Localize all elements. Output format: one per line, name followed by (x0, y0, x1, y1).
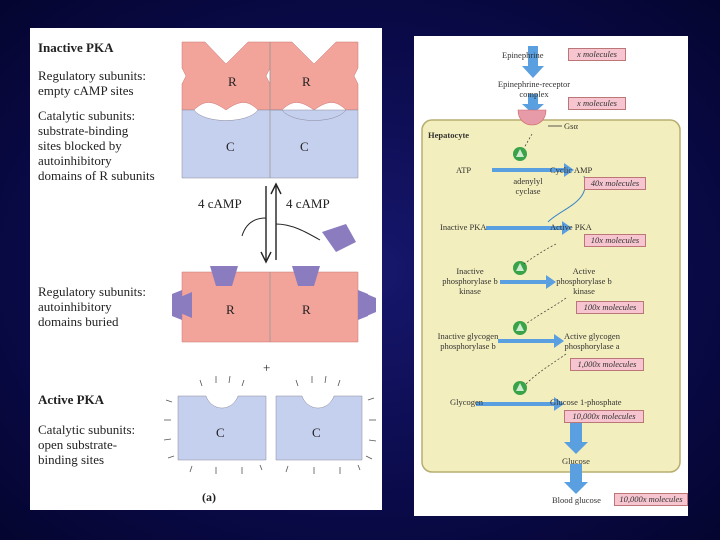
reg-buried-line-3: domains buried (38, 314, 119, 329)
reg-empty-line-2: empty cAMP sites (38, 83, 134, 98)
hepatocyte-label: Hepatocyte (428, 130, 470, 140)
c-label-2: C (300, 139, 309, 154)
inactive-kinase-line-3: kinase (459, 286, 481, 296)
active-kinase-line-2: phosphorylase b (556, 276, 612, 286)
active-gp-label: Active glycogen phosphorylase a (552, 331, 632, 351)
active-gp-line-2: phosphorylase a (564, 341, 620, 351)
glycogen-cascade-panel: Epinephrine x molecules Epinephrine-rece… (414, 36, 688, 516)
inactive-kinase-line-1: Inactive (456, 266, 484, 276)
atp-label: ATP (456, 165, 472, 175)
reg-empty-label: Regulatory subunits: empty cAMP sites (38, 68, 146, 98)
gs-alpha-label: Gsα (564, 121, 578, 131)
adenylyl-line-2: cyclase (515, 186, 541, 196)
inactive-gp-label: Inactive glycogen phosphorylase b (428, 331, 508, 351)
x-molecules-box-2: x molecules (568, 97, 626, 110)
cat-blocked-line-1: Catalytic subunits: (38, 108, 136, 123)
active-kinase-line-3: kinase (573, 286, 595, 296)
active-pka-title: Active PKA (38, 392, 105, 407)
cat-open-line-2: open substrate- (38, 437, 118, 452)
cascade-diagram (421, 46, 681, 494)
catalytic-subunit-free-2 (275, 395, 363, 461)
adenylyl-line-1: adenylyl (513, 176, 543, 186)
reg-buried-label: Regulatory subunits: autoinhibitory doma… (38, 284, 146, 329)
camp-right-label: 4 cAMP (286, 196, 330, 211)
cyclic-amp-label: Cyclic AMP (550, 165, 593, 175)
r-label-2: R (302, 74, 311, 89)
cat-blocked-line-5: domains of R subunits (38, 168, 155, 183)
cat-open-line-3: binding sites (38, 452, 105, 467)
receptor-complex-line-2: complex (519, 89, 549, 99)
camp-left-label: 4 cAMP (198, 196, 242, 211)
inactive-kinase-line-2: phosphorylase b (442, 276, 498, 286)
camp-bound-2 (292, 266, 320, 286)
reg-buried-line-1: Regulatory subunits: (38, 284, 146, 299)
pka-activation-panel: Inactive PKA Regulatory subunits: empty … (30, 28, 382, 510)
cat-blocked-line-3: sites blocked by (38, 138, 122, 153)
m1000-box: 1,000x molecules (570, 358, 644, 371)
catalytic-subunit-free-1 (177, 395, 267, 461)
c-label-3: C (216, 425, 225, 440)
cat-open-line-1: Catalytic subunits: (38, 422, 136, 437)
active-kinase-line-1: Active (572, 266, 596, 276)
r-label-1: R (228, 74, 237, 89)
active-gp-line-1: Active glycogen (564, 331, 620, 341)
panel-caption: (a) (202, 490, 216, 504)
r-label-3: R (226, 302, 235, 317)
m10000b-box: 10,000x molecules (614, 493, 688, 506)
inactive-pka-label: Inactive PKA (440, 222, 487, 232)
receptor-complex-label: Epinephrine-receptor complex (486, 79, 582, 99)
inactive-pka-title: Inactive PKA (38, 40, 114, 55)
cat-blocked-line-4: autoinhibitory (38, 153, 112, 168)
active-kinase-label: Active phosphorylase b kinase (544, 266, 624, 296)
active-pka-label: Active PKA (550, 222, 592, 232)
g1p-label: Glucose 1-phosphate (550, 397, 622, 407)
inactive-kinase-label: Inactive phosphorylase b kinase (432, 266, 508, 296)
inactive-gp-line-1: Inactive glycogen (437, 331, 499, 341)
c-label-4: C (312, 425, 321, 440)
camp-molecule (322, 224, 356, 252)
cat-blocked-label: Catalytic subunits: substrate-binding si… (38, 108, 155, 183)
m10000-box: 10,000x molecules (564, 410, 644, 423)
glucose-label: Glucose (562, 456, 590, 466)
adenylyl-cyclase-label: adenylyl cyclase (498, 176, 558, 196)
reg-buried-line-2: autoinhibitory (38, 299, 112, 314)
glycogen-label: Glycogen (450, 397, 484, 407)
x-molecules-box: x molecules (568, 48, 626, 61)
regulatory-subunit-top (181, 41, 271, 111)
inactive-gp-line-2: phosphorylase b (440, 341, 496, 351)
c-label-1: C (226, 139, 235, 154)
cascade-arrows (476, 46, 588, 494)
blood-glucose-label: Blood glucose (552, 495, 601, 505)
m40-box: 40x molecules (584, 177, 646, 190)
epinephrine-label: Epinephrine (502, 50, 544, 60)
m10-box: 10x molecules (584, 234, 646, 247)
receptor-icon (517, 109, 547, 126)
active-site-marks (163, 375, 377, 474)
r-label-4: R (302, 302, 311, 317)
cat-blocked-line-2: substrate-binding (38, 123, 129, 138)
reg-empty-line-1: Regulatory subunits: (38, 68, 146, 83)
m100-box: 100x molecules (576, 301, 644, 314)
pka-diagram (163, 41, 377, 474)
camp-bound-1 (210, 266, 238, 286)
regulatory-subunit-top-2 (269, 41, 359, 111)
hepatocyte-cell (421, 119, 681, 473)
cat-open-label: Catalytic subunits: open substrate- bind… (38, 422, 135, 467)
receptor-complex-line-1: Epinephrine-receptor (497, 79, 571, 89)
plus-sign: + (263, 360, 271, 375)
